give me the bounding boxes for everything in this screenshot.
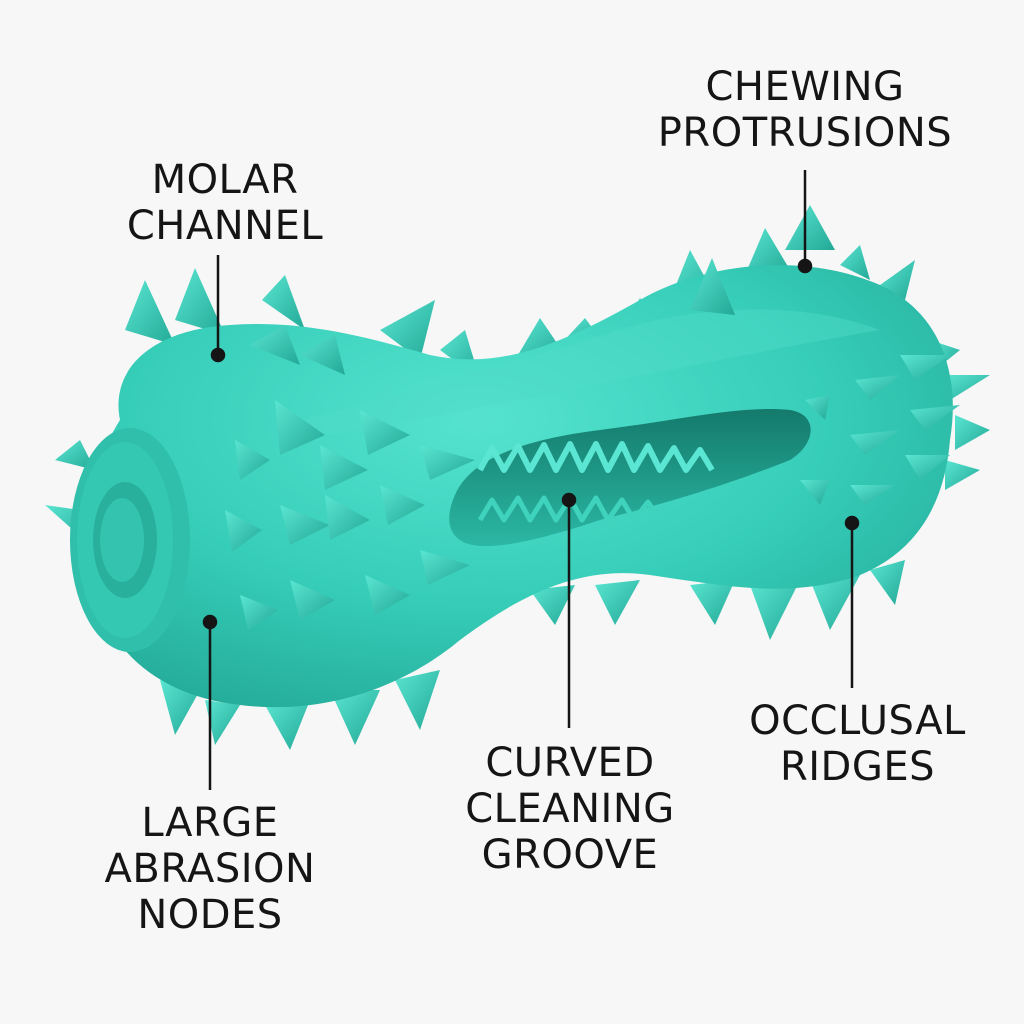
anchor-dot-molar-channel: [210, 347, 226, 363]
callout-line: CURVED: [485, 740, 655, 786]
callout-line: CLEANING: [465, 786, 675, 832]
callout-line: RIDGES: [779, 744, 936, 790]
callout-chewing-protrusions: CHEWING PROTRUSIONS: [620, 64, 990, 156]
abrasion-nodes: [225, 258, 960, 630]
anchor-dot-chewing-protrusions: [797, 258, 813, 274]
anchor-dot-curved-cleaning-groove: [561, 492, 577, 508]
callout-line: GROOVE: [481, 832, 659, 878]
toy-body-highlight: [300, 309, 880, 440]
callout-large-abrasion-nodes: LARGE ABRASION NODES: [80, 800, 340, 938]
callout-line: PROTRUSIONS: [657, 110, 953, 156]
anchor-dot-occlusal-ridges: [844, 515, 860, 531]
callout-curved-cleaning-groove: CURVED CLEANING GROOVE: [430, 740, 710, 878]
callout-line: LARGE: [141, 800, 279, 846]
callout-line: MOLAR: [151, 157, 299, 203]
callout-line: CHEWING: [705, 64, 905, 110]
anchor-dot-large-abrasion-nodes: [202, 614, 218, 630]
cleaning-groove: [449, 409, 811, 547]
callout-occlusal-ridges: OCCLUSAL RIDGES: [715, 698, 1000, 790]
callout-line: NODES: [137, 892, 283, 938]
callout-line: OCCLUSAL: [749, 698, 966, 744]
leader-lines: [202, 170, 860, 790]
callout-line: CHANNEL: [126, 203, 324, 249]
callout-molar-channel: MOLAR CHANNEL: [100, 157, 350, 249]
end-cap: [70, 428, 190, 652]
callout-line: ABRASION: [104, 846, 316, 892]
